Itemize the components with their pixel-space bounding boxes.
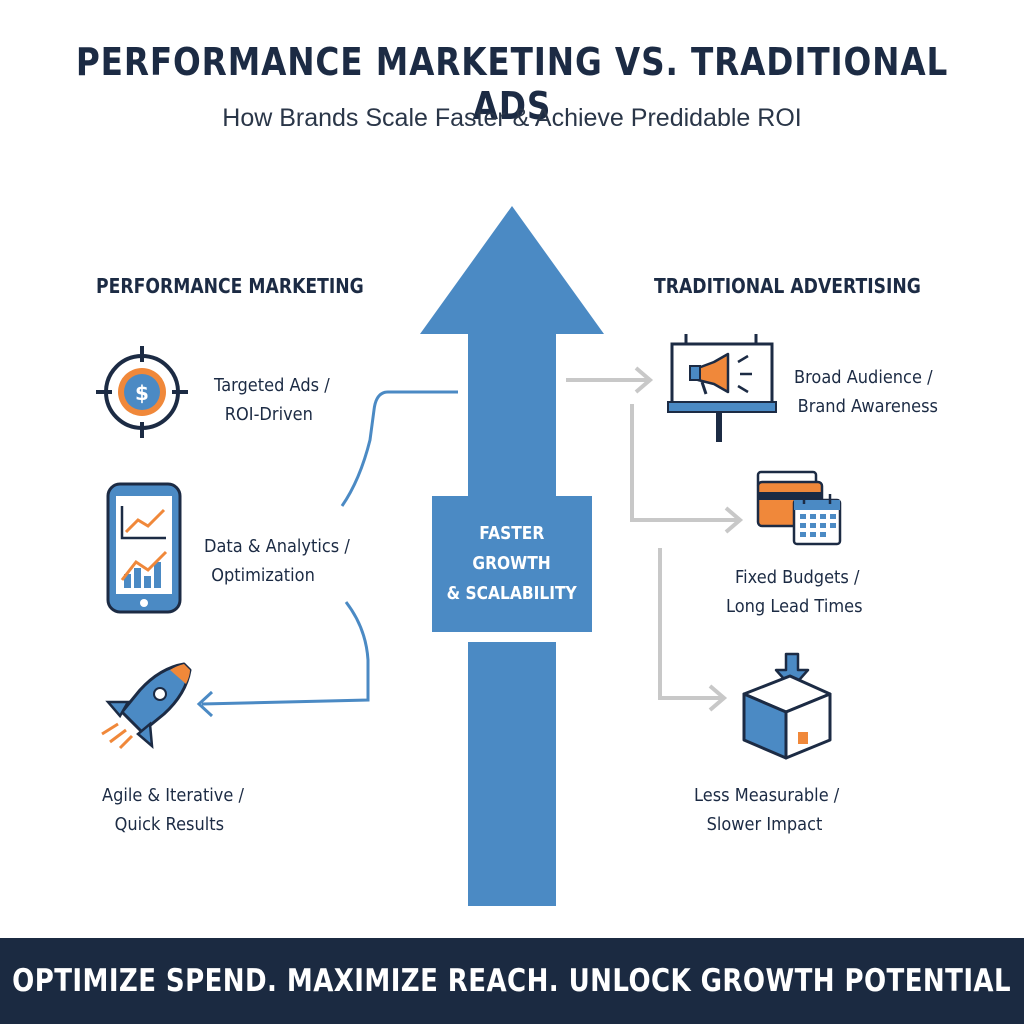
footer-tagline: OPTIMIZE SPEND. MAXIMIZE REACH. UNLOCK G… [12,963,1012,999]
footer-banner: OPTIMIZE SPEND. MAXIMIZE REACH. UNLOCK G… [0,938,1024,1024]
target-dollar-icon: $ [96,346,188,438]
diagram-graphics: $ [96,206,842,906]
right-flow-connectors [566,366,744,712]
left-flow-arrowhead [196,690,214,718]
left-flow-connector [201,390,458,706]
right-item-broad-audience: Broad Audience / Brand Awareness [794,367,938,417]
page-title: PERFORMANCE MARKETING VS. TRADITIONAL AD… [75,40,949,128]
svg-text:$: $ [135,381,149,405]
right-item-less-measurable: Less Measurable / Slower Impact [694,785,840,835]
center-growth-box: FASTER GROWTH & SCALABILITY [432,496,592,632]
right-item-fixed-budgets: Fixed Budgets / Long Lead Times [726,567,863,617]
right-column-heading: TRADITIONAL ADVERTISING [654,274,921,298]
left-item-targeted-ads: Targeted Ads / ROI-Driven [214,375,330,425]
phone-chart-icon [106,482,182,614]
box-download-icon [742,652,832,760]
billboard-megaphone-icon [667,334,777,442]
credit-card-calendar-icon [756,470,842,546]
left-column-heading: PERFORMANCE MARKETING [96,274,364,298]
growth-arrow [420,206,604,906]
rocket-icon [101,662,192,750]
left-item-agile: Agile & Iterative / Quick Results [102,785,244,835]
left-item-data-analytics: Data & Analytics / Optimization [204,536,350,586]
page-subtitle: How Brands Scale Faster & Achieve Predid… [222,104,802,132]
